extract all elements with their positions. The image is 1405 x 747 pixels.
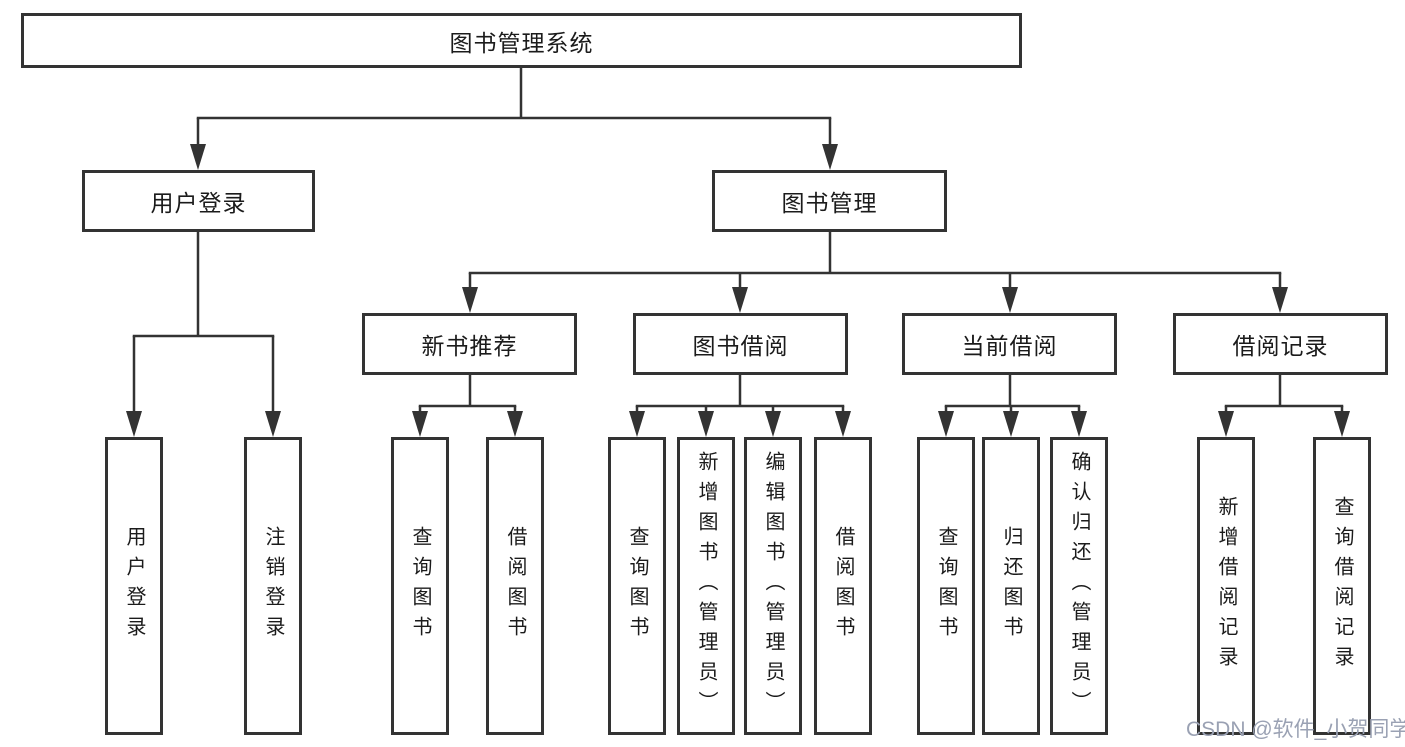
- leaf-return-books: 归还图书: [982, 437, 1040, 735]
- leaf-confirm-return-admin-label: 确认归还（管理员）: [1068, 451, 1090, 721]
- leaf-query-books-borrowing-label: 查询图书: [626, 526, 648, 646]
- node-book-borrowing-label: 图书借阅: [692, 333, 789, 359]
- leaf-user-login-label: 用户登录: [123, 526, 145, 646]
- arrowhead-down-icon: [1272, 287, 1288, 313]
- leaf-add-books-admin-label: 新增图书（管理员）: [695, 451, 717, 721]
- leaf-borrow-books-recommend-label: 借阅图书: [504, 526, 526, 646]
- leaf-borrow-books-recommend: 借阅图书: [486, 437, 544, 735]
- arrowhead-down-icon: [126, 411, 142, 437]
- arrowhead-down-icon: [1002, 287, 1018, 313]
- leaf-query-books-current: 查询图书: [917, 437, 975, 735]
- node-library-system-label: 图书管理系统: [449, 29, 594, 56]
- leaf-query-books-recommend: 查询图书: [391, 437, 449, 735]
- leaf-logout-label: 注销登录: [262, 526, 284, 646]
- node-current-borrowing: 当前借阅: [902, 313, 1117, 375]
- leaf-query-books-current-label: 查询图书: [935, 526, 957, 646]
- node-borrowing-records: 借阅记录: [1173, 313, 1388, 375]
- arrowhead-down-icon: [938, 411, 954, 437]
- leaf-add-books-admin: 新增图书（管理员）: [677, 437, 735, 735]
- node-library-system: 图书管理系统: [21, 13, 1022, 68]
- node-book-borrowing: 图书借阅: [633, 313, 848, 375]
- leaf-borrow-books-label: 借阅图书: [832, 526, 854, 646]
- arrowhead-down-icon: [1218, 411, 1234, 437]
- arrowhead-down-icon: [1071, 411, 1087, 437]
- arrowhead-down-icon: [462, 287, 478, 313]
- node-book-management: 图书管理: [712, 170, 947, 232]
- leaf-edit-books-admin: 编辑图书（管理员）: [744, 437, 802, 735]
- arrowhead-down-icon: [1003, 411, 1019, 437]
- node-current-borrowing-label: 当前借阅: [961, 333, 1058, 359]
- arrowhead-down-icon: [412, 411, 428, 437]
- arrowhead-down-icon: [822, 144, 838, 170]
- node-new-book-recommend-label: 新书推荐: [421, 333, 518, 359]
- csdn-watermark: CSDN @软件_小贺同学: [1186, 718, 1405, 741]
- leaf-user-login: 用户登录: [105, 437, 163, 735]
- node-new-book-recommend: 新书推荐: [362, 313, 577, 375]
- leaf-add-borrow-record: 新增借阅记录: [1197, 437, 1255, 735]
- node-book-management-label: 图书管理: [781, 190, 878, 216]
- leaf-borrow-books: 借阅图书: [814, 437, 872, 735]
- leaf-query-books-recommend-label: 查询图书: [409, 526, 431, 646]
- arrowhead-down-icon: [1334, 411, 1350, 437]
- node-user-login: 用户登录: [82, 170, 315, 232]
- node-user-login-label: 用户登录: [150, 190, 247, 216]
- arrowhead-down-icon: [507, 411, 523, 437]
- leaf-query-borrow-record-label: 查询借阅记录: [1331, 496, 1353, 676]
- leaf-logout: 注销登录: [244, 437, 302, 735]
- arrowheads: [126, 144, 1350, 437]
- arrowhead-down-icon: [835, 411, 851, 437]
- arrowhead-down-icon: [190, 144, 206, 170]
- leaf-query-borrow-record: 查询借阅记录: [1313, 437, 1371, 735]
- leaf-return-books-label: 归还图书: [1000, 526, 1022, 646]
- node-borrowing-records-label: 借阅记录: [1232, 333, 1329, 359]
- arrowhead-down-icon: [765, 411, 781, 437]
- leaf-add-borrow-record-label: 新增借阅记录: [1215, 496, 1237, 676]
- leaf-edit-books-admin-label: 编辑图书（管理员）: [762, 451, 784, 721]
- arrowhead-down-icon: [698, 411, 714, 437]
- leaf-query-books-borrowing: 查询图书: [608, 437, 666, 735]
- arrowhead-down-icon: [732, 287, 748, 313]
- leaf-confirm-return-admin: 确认归还（管理员）: [1050, 437, 1108, 735]
- arrowhead-down-icon: [265, 411, 281, 437]
- arrowhead-down-icon: [629, 411, 645, 437]
